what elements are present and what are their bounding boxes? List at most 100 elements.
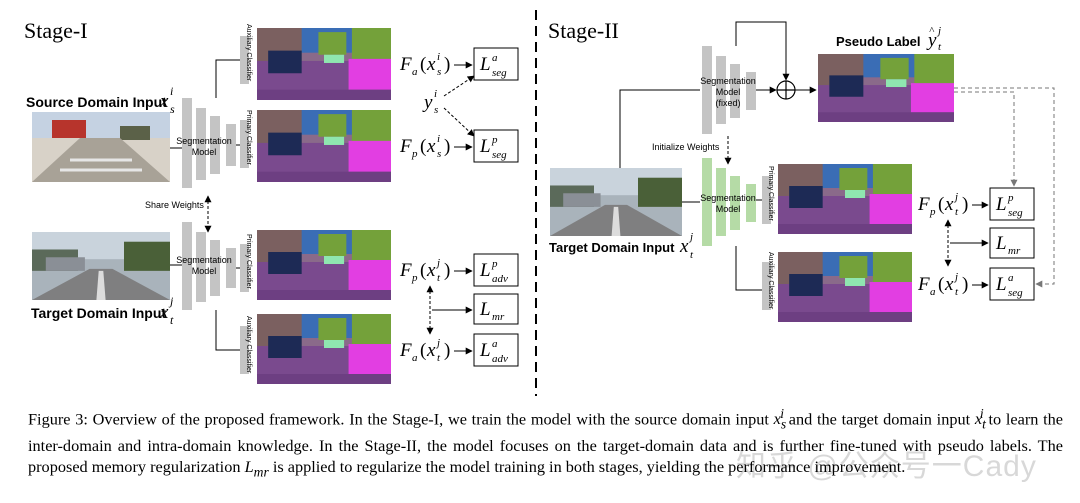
svg-text:Segmentation: Segmentation	[176, 255, 232, 265]
svg-text:x: x	[426, 340, 436, 361]
svg-text:x: x	[426, 136, 436, 157]
svg-text:F: F	[399, 260, 412, 281]
primary-classifier-label-s2: Primary Classifier	[767, 166, 774, 222]
svg-text:p: p	[491, 134, 498, 146]
svg-text:p: p	[1007, 192, 1014, 204]
svg-text:F: F	[399, 136, 412, 157]
aux-classifier-bar-s2	[762, 262, 771, 310]
pseudo-label-title: Pseudo Label	[836, 34, 921, 49]
seg-output-aux-target	[257, 314, 391, 384]
aux-classifier-bar-s1b	[240, 326, 249, 374]
svg-text:t: t	[437, 352, 441, 364]
primary-classifier-label-s1a: Primary Classifier	[245, 110, 252, 166]
svg-text:a: a	[1008, 272, 1014, 284]
aux-classifier-label-s1a: Auxiliary Classifier	[245, 24, 252, 82]
svg-text:L: L	[479, 260, 491, 281]
svg-text:seg: seg	[1008, 207, 1023, 219]
svg-text:a: a	[492, 338, 498, 350]
svg-text:Model: Model	[192, 147, 217, 157]
svg-text:s: s	[170, 102, 175, 116]
loss-seg-p-s1: L p seg	[473, 129, 519, 163]
svg-text:F: F	[399, 340, 412, 361]
stage2-title: Stage-II	[548, 18, 619, 43]
svg-text:x: x	[159, 302, 169, 323]
fp-source-expr: F p ( x i s )	[399, 133, 450, 160]
loss-seg-a-s2: L a seg	[989, 267, 1035, 301]
svg-text:x: x	[426, 260, 436, 281]
source-input-math: x i s	[159, 84, 175, 116]
svg-text:Model: Model	[192, 266, 217, 276]
caption-text-1: Overview of the proposed framework. In t…	[92, 409, 769, 429]
svg-text:i: i	[437, 133, 440, 145]
svg-text:): )	[444, 340, 450, 361]
svg-text:y: y	[926, 30, 937, 51]
svg-text:j: j	[688, 231, 693, 243]
seg-output-primary-s2	[778, 164, 912, 234]
svg-text:a: a	[412, 352, 418, 364]
svg-text:(fixed): (fixed)	[715, 98, 740, 108]
target-input-math-s2: x j t	[679, 231, 694, 261]
svg-text:(: (	[420, 260, 426, 281]
svg-text:t: t	[437, 272, 441, 284]
stage1-title: Stage-I	[24, 18, 88, 43]
svg-text:seg: seg	[1008, 287, 1023, 299]
svg-text:F: F	[917, 194, 930, 215]
svg-text:L: L	[995, 274, 1007, 295]
figure-caption: Figure 3: Overview of the proposed frame…	[28, 403, 1063, 482]
primary-classifier-bar-s1a	[240, 120, 249, 168]
seg-model-source: Segmentation Model	[176, 98, 236, 188]
svg-text:Segmentation: Segmentation	[700, 76, 756, 86]
svg-text:j: j	[953, 271, 958, 283]
label-ys: y i s	[422, 88, 438, 116]
primary-classifier-label-s1b: Primary Classifier	[245, 234, 252, 290]
initialize-weights-label: Initialize Weights	[652, 142, 720, 152]
target-input-image-s2	[550, 168, 682, 236]
loss-mr-s1: L mr	[473, 293, 519, 325]
loss-adv-p: L p adv	[473, 253, 519, 287]
loss-mr-s2: L mr	[989, 227, 1035, 259]
target-input-label-s1: Target Domain Input	[31, 305, 166, 321]
target-input-label-s2: Target Domain Input	[549, 240, 675, 255]
seg-model-target-s2: Segmentation Model	[700, 158, 756, 246]
target-input-image-s1	[32, 232, 170, 300]
svg-text:(: (	[938, 194, 944, 215]
caption-xs: xsi	[773, 406, 787, 432]
svg-text:x: x	[944, 194, 954, 215]
svg-text:x: x	[159, 91, 169, 112]
svg-text:a: a	[930, 286, 936, 298]
watermark: 知乎 @公众号一Cady	[736, 450, 1037, 483]
svg-text:t: t	[690, 249, 694, 261]
svg-text:j: j	[953, 191, 958, 203]
caption-xt: xti	[974, 406, 986, 432]
svg-text:j: j	[435, 257, 440, 269]
svg-text:): )	[444, 54, 450, 75]
pseudo-to-lseg-a	[954, 87, 1055, 288]
svg-text:(: (	[420, 136, 426, 157]
loss-adv-a: L a adv	[473, 333, 519, 367]
svg-text:a: a	[412, 66, 418, 78]
seg-output-primary-target	[257, 230, 391, 300]
svg-text:s: s	[434, 104, 438, 116]
fa-target-expr-s1: F a ( x j t )	[399, 337, 450, 364]
svg-text:adv: adv	[492, 273, 508, 285]
pseudo-to-lseg-p	[954, 91, 1018, 187]
fa-source-expr: F a ( x i s )	[399, 51, 450, 78]
svg-text:): )	[962, 194, 968, 215]
fp-target-expr-s1: F p ( x j t )	[399, 257, 450, 284]
svg-text:p: p	[491, 258, 498, 270]
caption-figure-label: Figure 3:	[28, 409, 88, 429]
plus-operator	[776, 80, 796, 100]
svg-text:y: y	[422, 92, 433, 113]
svg-text:L: L	[479, 299, 491, 320]
caption-text-3: to learn the inter-domain and intra-doma…	[28, 409, 1064, 476]
svg-text:p: p	[411, 148, 418, 160]
svg-text:L: L	[479, 54, 491, 75]
loss-seg-a-s1: L a seg	[473, 47, 519, 81]
svg-text:a: a	[492, 52, 498, 64]
svg-text:i: i	[434, 88, 437, 100]
svg-text:mr: mr	[1008, 245, 1021, 257]
svg-text:Segmentation: Segmentation	[700, 193, 756, 203]
svg-text:j: j	[435, 337, 440, 349]
svg-text:L: L	[995, 194, 1007, 215]
primary-classifier-bar-s2	[762, 176, 771, 224]
